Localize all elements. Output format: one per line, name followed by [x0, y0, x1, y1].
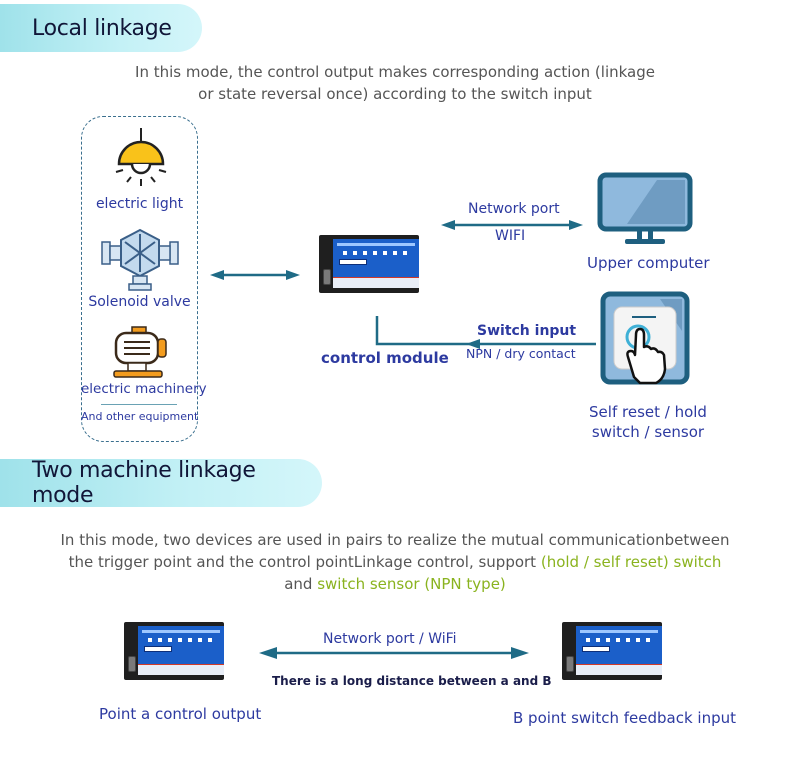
electric-motor-icon: [113, 326, 167, 378]
description-line: or state reversal once) according to the…: [198, 85, 592, 103]
section-header-two-machine: Two machine linkage mode: [0, 458, 322, 508]
highlight-text: switch sensor (NPN type): [317, 575, 506, 593]
equipment-group: [81, 116, 198, 442]
section-title: Local linkage: [32, 15, 172, 41]
description-line: and switch sensor (NPN type): [30, 573, 760, 595]
equipment-label-motor: electric machinery: [81, 381, 207, 397]
network-wifi-label: Network port / WiFi: [323, 631, 457, 647]
wifi-label: WIFI: [495, 228, 526, 244]
point-b-device: [562, 622, 662, 680]
npn-dry-contact-label: NPN / dry contact: [466, 346, 576, 361]
distance-note: There is a long distance between a and B: [272, 674, 552, 688]
highlight-text: (hold / self reset) switch: [540, 553, 722, 571]
point-a-label: Point a control output: [99, 705, 262, 723]
network-link-label: Network port: [468, 201, 560, 217]
bidirectional-arrow: [210, 270, 300, 280]
pendant-lamp-icon: [115, 128, 167, 186]
control-module-label: control module: [321, 349, 449, 367]
touch-switch-icon: [600, 291, 690, 385]
monitor-icon: [597, 172, 693, 244]
description-line: In this mode, two devices are used in pa…: [60, 531, 730, 549]
section-description: In this mode, two devices are used in pa…: [30, 529, 760, 595]
description-line: In this mode, the control output makes c…: [135, 63, 655, 81]
section-description: In this mode, the control output makes c…: [60, 61, 730, 105]
solenoid-valve-icon: [101, 228, 179, 291]
description-line: the trigger point and the control pointL…: [30, 551, 760, 573]
upper-computer-label: Upper computer: [587, 254, 710, 272]
section-title: Two machine linkage mode: [32, 458, 256, 508]
control-module-device: [319, 235, 419, 293]
switch-label-line: switch / sensor: [591, 423, 705, 441]
switch-input-label: Switch input: [477, 323, 577, 339]
divider: [101, 404, 177, 405]
equipment-label-valve: Solenoid valve: [88, 294, 191, 310]
switch-label-line: Self reset / hold: [589, 403, 707, 421]
section-header-local-linkage: Local linkage: [0, 4, 202, 52]
network-bidirectional-arrow: [441, 220, 583, 230]
equipment-footer: And other equipment: [81, 410, 199, 423]
point-a-device: [124, 622, 224, 680]
long-bidirectional-arrow: [259, 647, 529, 659]
point-b-label: B point switch feedback input: [513, 709, 736, 727]
description-text: and: [284, 575, 318, 593]
equipment-label-light: electric light: [95, 196, 184, 212]
description-text: the trigger point and the control pointL…: [68, 553, 541, 571]
switch-connector-line: [375, 316, 596, 349]
switch-label: Self reset / hold switch / sensor: [580, 402, 716, 442]
